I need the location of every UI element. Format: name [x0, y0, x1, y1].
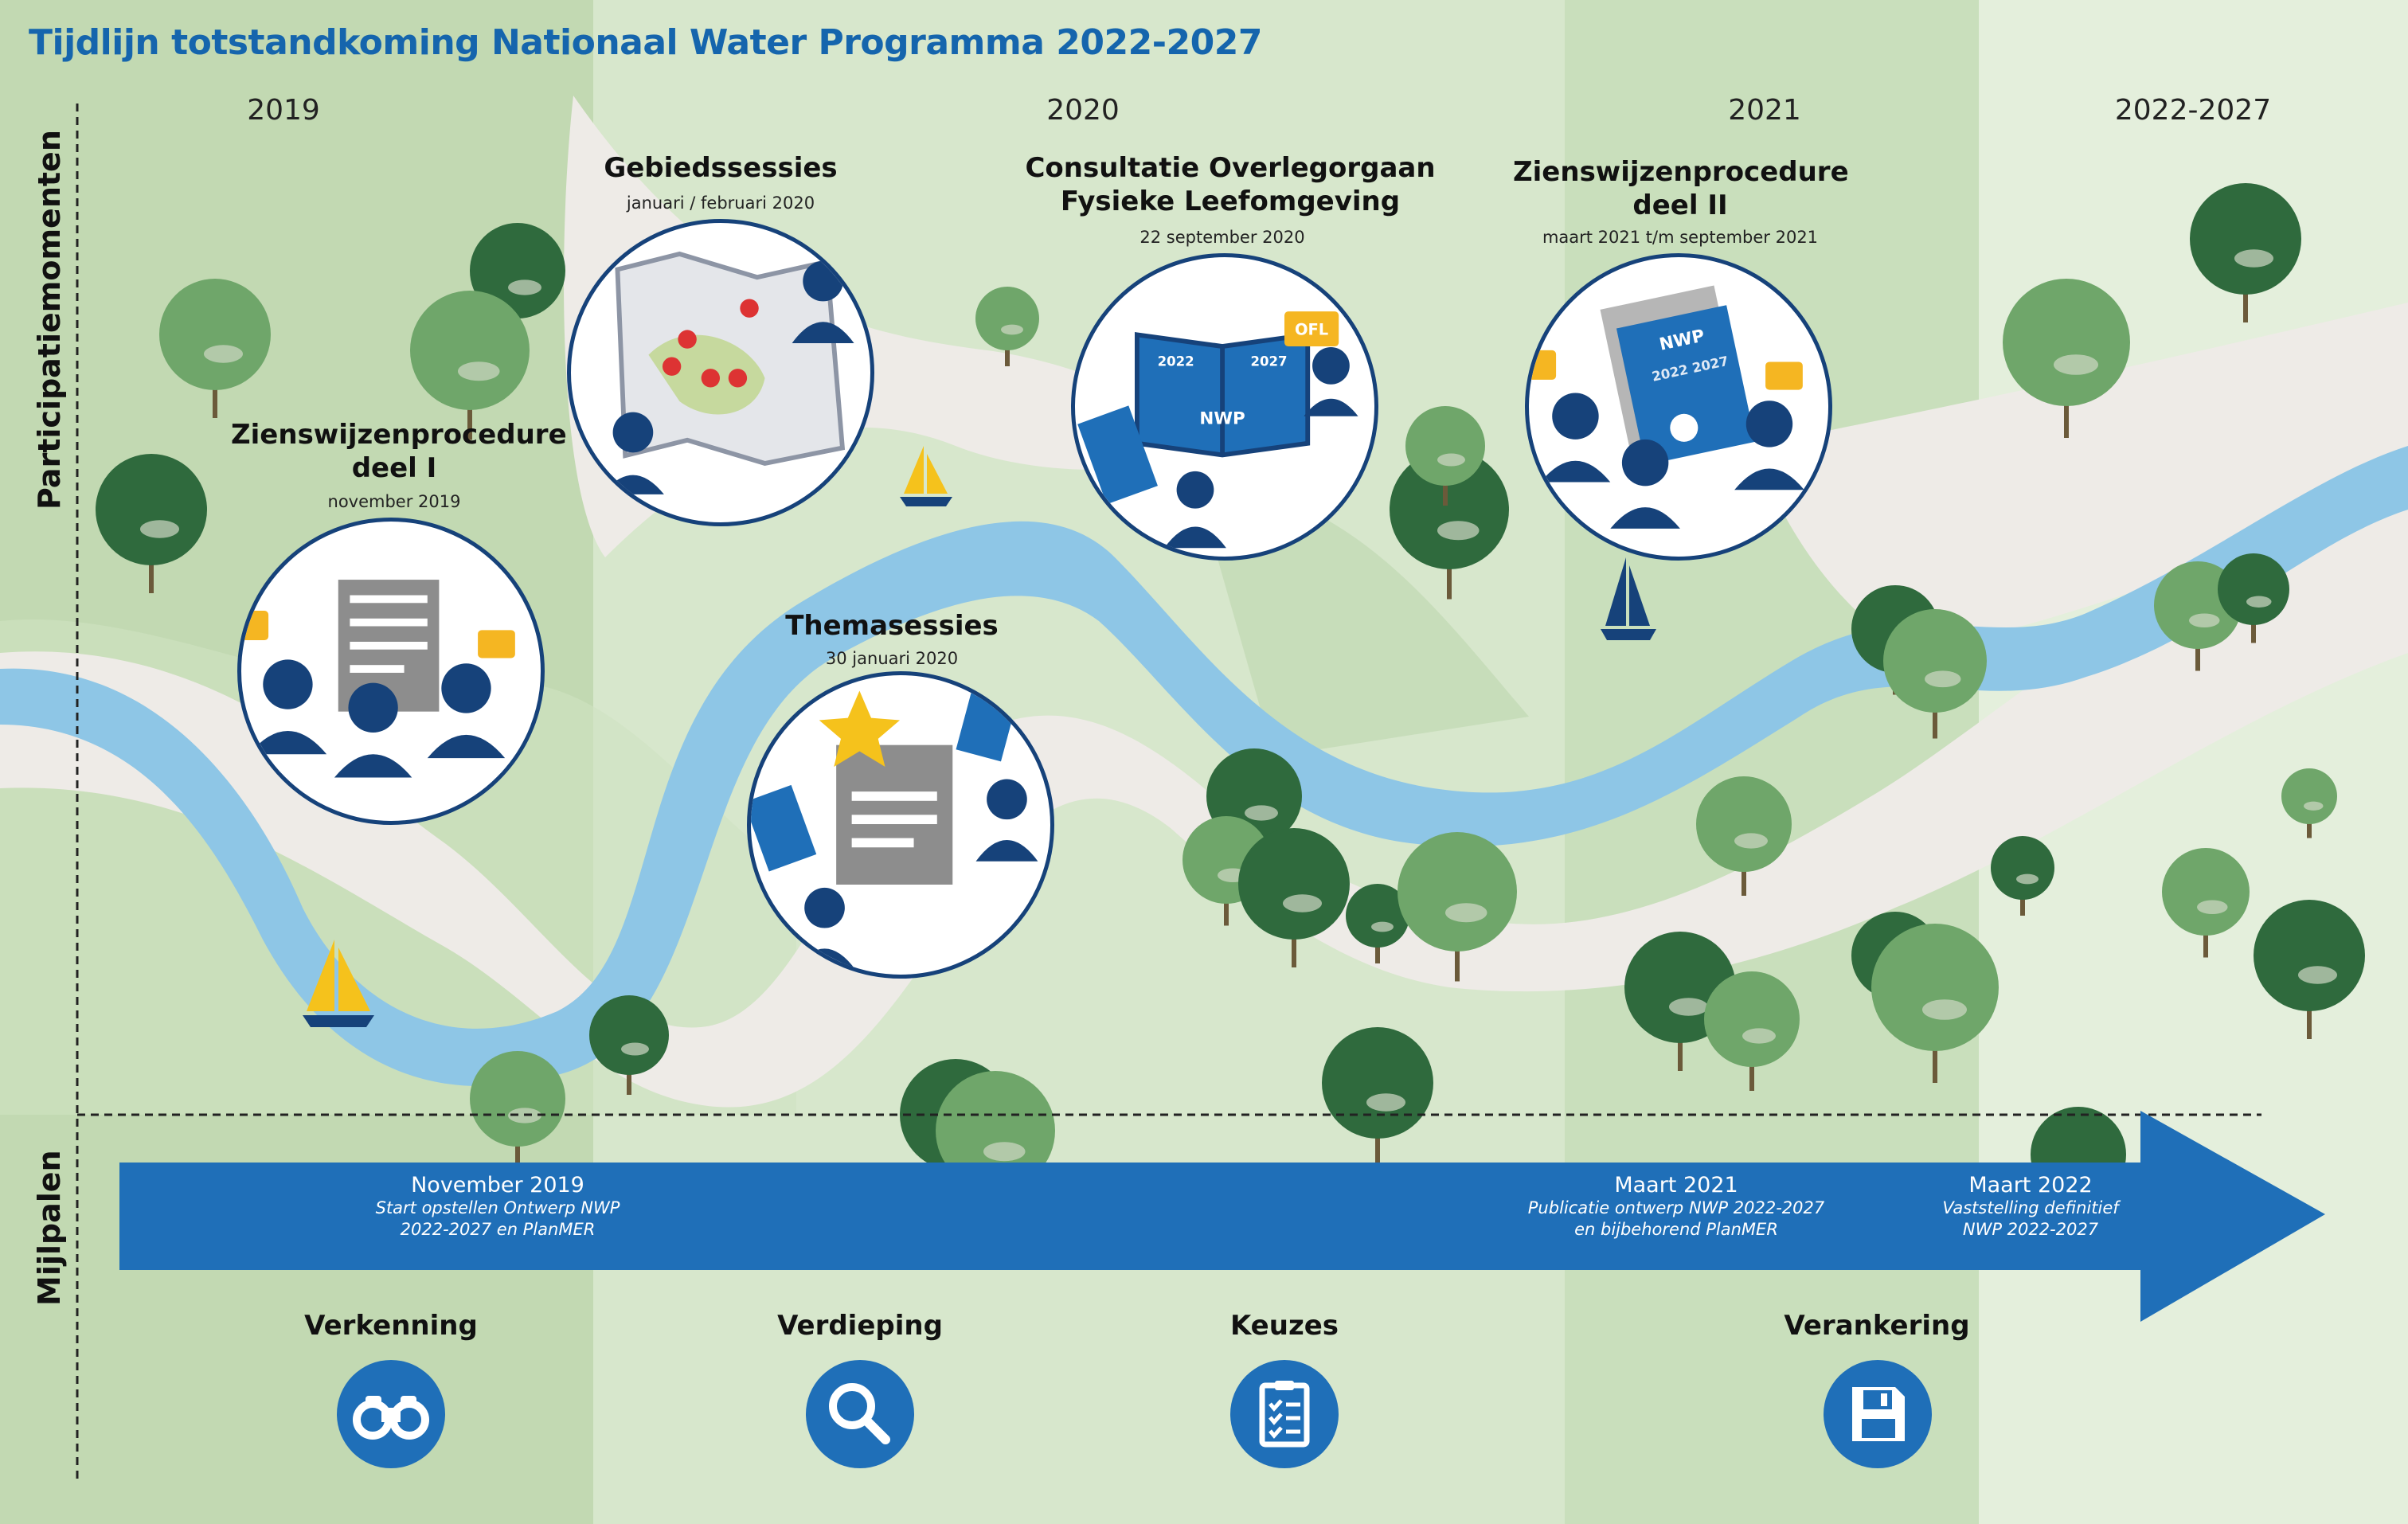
map-icon — [601, 251, 854, 494]
phase-label: Verdieping — [777, 1310, 943, 1342]
event-circle-book: 2022 2027 NWP OFL — [1071, 253, 1378, 561]
tree — [470, 1051, 565, 1170]
phase-label: Verkenning — [304, 1310, 478, 1342]
milestone: November 2019 Start opstellen Ontwerp NW… — [350, 1173, 645, 1241]
book-icon: 2022 2027 NWP OFL — [1077, 311, 1358, 549]
event-circle-certificate: NWP 2022 2027 — [1525, 253, 1832, 561]
tree — [410, 291, 530, 440]
tree — [1390, 450, 1509, 600]
event-circle-themes — [747, 671, 1054, 979]
tree — [1704, 971, 1800, 1091]
sailboat — [303, 940, 374, 1027]
tree — [2281, 768, 2337, 838]
tree — [1883, 609, 1987, 739]
milestone: Maart 2022 Vaststelling definitief NWP 2… — [1911, 1173, 2150, 1241]
tree — [589, 995, 669, 1095]
event-title: Themasessies — [785, 610, 999, 642]
milestone-line: NWP 2022-2027 — [1962, 1220, 2099, 1239]
tree — [1346, 884, 1409, 963]
tree — [2162, 848, 2250, 958]
event-circle-map — [567, 219, 874, 526]
milestone-line: en bijbehorend PlanMER — [1574, 1220, 1778, 1239]
tree — [1991, 836, 2054, 916]
tree — [1398, 832, 1517, 982]
milestone-line: 2022-2027 en PlanMER — [400, 1220, 596, 1239]
checklist-icon — [1230, 1360, 1339, 1468]
event-date: januari / februari 2020 — [626, 193, 815, 213]
phase-label: Verankering — [1784, 1310, 1970, 1342]
tree — [1696, 776, 1792, 896]
document-icon — [241, 580, 515, 778]
milestone-line: Start opstellen Ontwerp NWP — [375, 1198, 620, 1217]
magnifier-icon — [806, 1360, 914, 1468]
participation-axis-label: Participatiemomenten — [32, 130, 67, 510]
event-date: maart 2021 t/m september 2021 — [1542, 228, 1819, 247]
milestone-date: Maart 2022 — [1968, 1173, 2093, 1198]
certificate-icon: NWP 2022 2027 — [1529, 285, 1804, 529]
tree — [1322, 1027, 1433, 1166]
binoculars-icon — [337, 1360, 445, 1468]
event-date: 30 januari 2020 — [825, 649, 959, 668]
year-label: 2019 — [247, 94, 320, 127]
milestone: Maart 2021 Publicatie ontwerp NWP 2022-2… — [1517, 1173, 1835, 1241]
phase-label: Keuzes — [1229, 1310, 1339, 1342]
tree — [975, 287, 1039, 366]
milestone-date: November 2019 — [411, 1173, 584, 1198]
year-label: 2020 — [1046, 94, 1120, 127]
event-title: Zienswijzenprocedure deel II — [1513, 156, 1849, 221]
tree — [96, 454, 207, 593]
tree — [2218, 553, 2289, 643]
milestone-line: Publicatie ontwerp NWP 2022-2027 — [1527, 1198, 1825, 1217]
event-title: Consultatie Overlegorgaan Fysieke Leefom… — [1025, 152, 1436, 217]
tree — [2254, 900, 2365, 1039]
sailboat — [900, 446, 952, 506]
tree — [1238, 828, 1350, 967]
year-label: 2021 — [1728, 94, 1801, 127]
event-date: november 2019 — [327, 492, 461, 511]
tree — [159, 279, 271, 418]
book-year-end: 2027 — [1250, 354, 1287, 369]
save-icon — [1824, 1360, 1932, 1468]
book-label: NWP — [1199, 408, 1245, 428]
document-star-icon — [751, 682, 1038, 971]
ofl-badge: OFL — [1295, 320, 1328, 338]
milestones-axis-label: Mijlpalen — [32, 1150, 67, 1306]
milestone-date: Maart 2021 — [1614, 1173, 1738, 1198]
milestone-line: Vaststelling definitief — [1942, 1198, 2119, 1217]
event-title: Zienswijzenprocedure deel I — [231, 419, 567, 484]
event-date: 22 september 2020 — [1140, 228, 1305, 247]
page-title: Tijdlijn totstandkoming Nationaal Water … — [29, 22, 1262, 63]
event-circle-document — [237, 518, 545, 825]
tree — [2190, 183, 2301, 322]
tree — [1871, 924, 1999, 1083]
event-title: Gebiedssessies — [604, 152, 838, 184]
year-label: 2022-2027 — [2114, 94, 2272, 127]
book-year-start: 2022 — [1158, 354, 1194, 369]
milestone-arrow — [119, 1111, 2325, 1322]
sailboat — [1601, 557, 1656, 640]
tree — [2003, 279, 2130, 438]
tree — [1405, 406, 1485, 506]
tree — [470, 223, 565, 342]
